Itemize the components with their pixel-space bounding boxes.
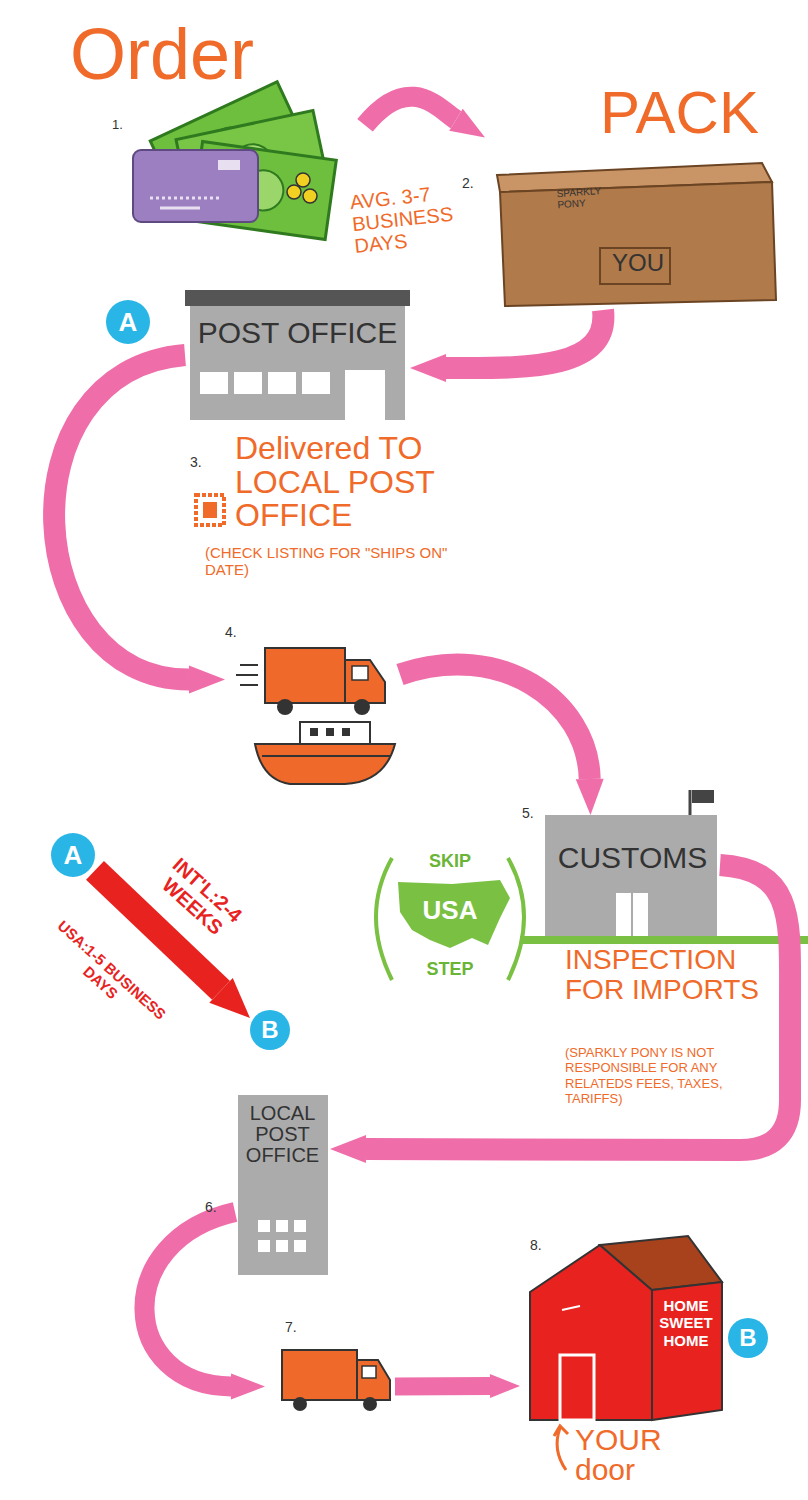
node-text: Order xyxy=(70,15,350,94)
flow-arrow xyxy=(330,865,790,1163)
flow-arrow xyxy=(395,1374,520,1398)
node-text: SPARKLY PONY xyxy=(556,184,619,210)
callout-number: 3. xyxy=(190,455,220,470)
arrow-head xyxy=(576,779,604,815)
node-text: CUSTOMS xyxy=(545,841,720,874)
pointer-arrow xyxy=(554,1426,568,1470)
arrow-head xyxy=(330,1135,366,1163)
boat-icon xyxy=(255,722,395,784)
flow-arrow xyxy=(400,665,604,815)
box-icon xyxy=(497,163,776,306)
usa-map-icon xyxy=(376,858,524,980)
flow-arrow xyxy=(410,310,603,382)
marker-circle: B xyxy=(250,1010,290,1050)
callout-number: 5. xyxy=(522,806,552,821)
step-note: (SPARKLY PONY IS NOT RESPONSIBLE FOR ANY… xyxy=(565,1045,775,1106)
arrow-head xyxy=(490,1374,520,1398)
arrow-shaft xyxy=(366,865,790,1150)
node-text: B xyxy=(250,1010,290,1050)
transport-stage: 4. xyxy=(225,625,400,790)
truck-icon xyxy=(236,648,385,715)
order-stage: Order xyxy=(65,15,365,260)
node-text: A xyxy=(106,300,150,344)
duration-note: AVG. 3-7 BUSINESS DAYS xyxy=(349,179,475,257)
callout-number: 1. xyxy=(112,118,142,132)
arrow-head xyxy=(209,978,250,1018)
node-text: B xyxy=(728,1318,768,1358)
post-office-building xyxy=(185,290,410,420)
node-text: 4. xyxy=(225,625,255,640)
callout-number: 6. xyxy=(205,1200,235,1215)
arrow-shaft xyxy=(400,665,590,779)
arrow-shaft xyxy=(365,97,456,126)
callout-number: 2. xyxy=(462,176,492,191)
money-icon xyxy=(133,82,336,240)
arrow-shaft xyxy=(446,310,603,368)
node-text: SKIP xyxy=(375,852,525,872)
node-text: LOCAL POST OFFICE xyxy=(235,1103,330,1166)
step-caption: INSPECTION FOR IMPORTS xyxy=(565,945,775,1005)
node-text: HOME SWEET HOME xyxy=(654,1297,718,1349)
marker-circle: A xyxy=(51,833,95,877)
node-text: PACK xyxy=(600,80,775,146)
local-post-office-node: LOCAL POST OFFICE xyxy=(235,1095,330,1275)
customs-node: CUSTOMS xyxy=(545,815,720,940)
truck-icon xyxy=(282,1350,390,1411)
arrow-shaft xyxy=(395,1377,490,1395)
node-text: USA xyxy=(375,896,525,925)
pack-stage: PACK SPARKLY PONY YOU xyxy=(485,80,780,310)
node-text: YOU xyxy=(603,250,673,276)
arrow-head xyxy=(231,1373,265,1399)
marker-circle: B xyxy=(728,1318,768,1358)
post-office-node: POST OFFICE xyxy=(185,290,410,420)
arrow-head xyxy=(449,109,485,138)
flow-arrow xyxy=(54,355,225,694)
arrow-head xyxy=(189,666,225,694)
node-text: 7. xyxy=(285,1320,315,1335)
usa-skip-node: SKIP USA STEP xyxy=(375,848,525,988)
flow-arrow xyxy=(144,1212,265,1399)
marker-circle: A xyxy=(106,300,150,344)
node-text: STEP xyxy=(375,960,525,980)
step-note: (CHECK LISTING FOR "SHIPS ON" DATE) xyxy=(205,545,470,578)
flow-arrow xyxy=(365,97,485,138)
duration-note: USA:1-5 BUSINESS DAYS xyxy=(43,917,169,1035)
stamp-icon xyxy=(196,495,224,525)
step-caption: Delivered TO LOCAL POST OFFICE xyxy=(235,432,480,533)
node-text: POST OFFICE xyxy=(185,316,410,349)
callout-number: 8. xyxy=(530,1238,560,1253)
arrow-shaft xyxy=(144,1212,235,1386)
node-text: A xyxy=(51,833,95,877)
delivery-truck-stage: 7. xyxy=(265,1320,395,1415)
duration-note: INT'L:2-4 WEEKS xyxy=(141,842,260,955)
arrow-shaft xyxy=(54,355,189,680)
home-node: HOME SWEET HOME xyxy=(520,1235,720,1420)
house-icon xyxy=(530,1236,722,1420)
arrow-head xyxy=(410,354,446,382)
door-caption: YOUR door xyxy=(575,1425,725,1485)
